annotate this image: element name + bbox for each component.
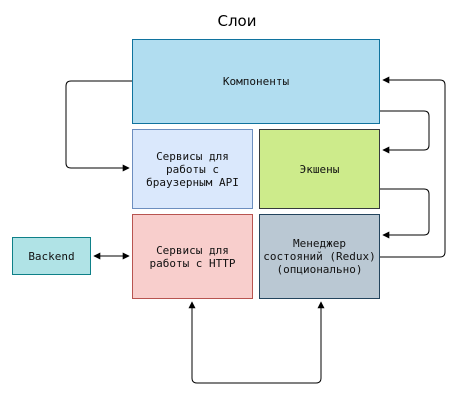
node-state-manager-label: Менеджер состояний (Redux) (опционально) — [263, 237, 376, 276]
node-http-services: Сервисы для работы с HTTP — [132, 214, 253, 299]
node-browser-api-services-label: Сервисы для работы с браузерным API — [146, 149, 239, 189]
node-components: Компоненты — [132, 39, 380, 124]
node-http-services-label: Сервисы для работы с HTTP — [149, 243, 236, 270]
node-backend-label: Backend — [28, 249, 75, 263]
node-state-manager: Менеджер состояний (Redux) (опционально) — [259, 214, 380, 299]
edge-state-to-components — [380, 76, 446, 258]
node-browser-api-services: Сервисы для работы с браузерным API — [132, 129, 253, 209]
node-actions-label: Экшены — [299, 162, 340, 176]
edge-actions-to-state — [380, 188, 430, 239]
edge-components-to-browser-api — [65, 80, 132, 172]
edge-http-to-state — [188, 301, 325, 384]
node-backend: Backend — [12, 237, 91, 275]
edge-components-to-actions — [380, 110, 430, 154]
node-actions: Экшены — [259, 129, 380, 209]
diagram-title: Слои — [217, 12, 257, 30]
node-components-label: Компоненты — [222, 75, 290, 88]
